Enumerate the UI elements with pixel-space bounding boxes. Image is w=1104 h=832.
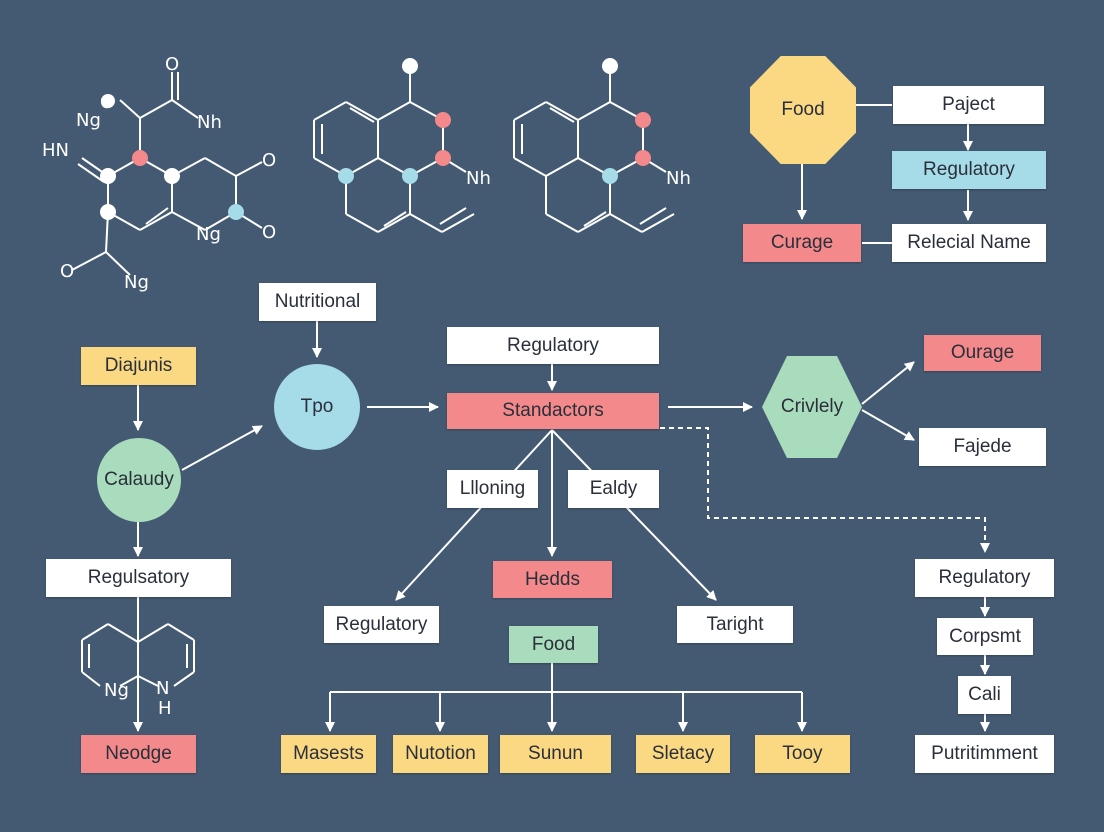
diajunis-box: Diajunis — [81, 347, 196, 385]
lloning-box: Llloning — [447, 470, 538, 508]
ourage-box: Ourage — [924, 335, 1041, 371]
atom-nodes — [100, 58, 651, 220]
atom-label: N — [156, 678, 170, 699]
cali-box: Cali — [958, 676, 1011, 714]
atom-label: Nh — [197, 112, 222, 133]
hedds-box: Hedds — [493, 561, 612, 598]
crivlely-hexagon-node: Crivlely — [762, 356, 862, 458]
atom-label: H — [158, 698, 172, 719]
edge-standactors-taright — [551, 429, 717, 601]
atom-label: O — [100, 92, 115, 113]
regulatory-box-center-top: Regulatory — [447, 327, 659, 364]
regulatory-box-center-left: Regulatory — [324, 606, 439, 643]
nutritional-box: Nutritional — [259, 283, 376, 321]
molecule-3-structure — [513, 68, 675, 233]
regulatory-box-top-right: Regulatory — [892, 151, 1046, 189]
food-box-center: Food — [509, 626, 598, 663]
sletacy-box: Sletacy — [636, 735, 730, 773]
atom-label: O — [262, 150, 277, 171]
tpo-circle-node: Tpo — [274, 364, 360, 450]
nutotion-box: Nutotion — [393, 735, 488, 773]
edge-crivlely-fajede — [861, 409, 915, 441]
edge-dashed-standactors-regulatory — [660, 427, 990, 553]
ealdy-box: Ealdy — [568, 470, 659, 508]
flow-connectors — [133, 104, 990, 732]
sunun-box: Sunun — [500, 735, 611, 773]
food-octagon-node: Food — [750, 56, 856, 164]
taright-box: Taright — [677, 606, 793, 643]
atom-label: Ng — [124, 272, 149, 293]
regulsatory-box: Regulsatory — [46, 559, 231, 597]
corpsmt-box: Corpsmt — [937, 618, 1033, 655]
edge-standactors-left — [395, 429, 553, 601]
atom-label: Nh — [666, 168, 691, 189]
edge-calaudy-tpo — [181, 425, 263, 471]
relecial-name-box: Relecial Name — [892, 224, 1046, 262]
standactors-box: Standactors — [447, 393, 659, 429]
atom-label: Ng — [196, 224, 221, 245]
atom-label: Ng — [76, 110, 101, 131]
molecule-1-structure — [71, 72, 263, 276]
masests-box: Masests — [281, 735, 376, 773]
tooy-box: Tooy — [755, 735, 850, 773]
calaudy-circle-node: Calaudy — [97, 438, 181, 522]
regulatory-box-right: Regulatory — [915, 559, 1054, 597]
putritimment-box: Putritimment — [915, 735, 1054, 773]
atom-label: HN — [42, 140, 69, 161]
atom-label: Ng — [104, 680, 129, 701]
atom-label: O — [165, 54, 180, 75]
fajede-box: Fajede — [919, 428, 1046, 466]
curage-box: Curage — [743, 224, 861, 262]
edge-crivlely-ourage — [861, 361, 915, 405]
neodge-box: Neodge — [81, 735, 196, 773]
molecule-2-structure — [313, 68, 475, 233]
atom-label: O — [262, 222, 277, 243]
atom-label: Nh — [466, 168, 491, 189]
atom-label: O — [60, 261, 75, 282]
paject-box: Paject — [893, 86, 1044, 124]
